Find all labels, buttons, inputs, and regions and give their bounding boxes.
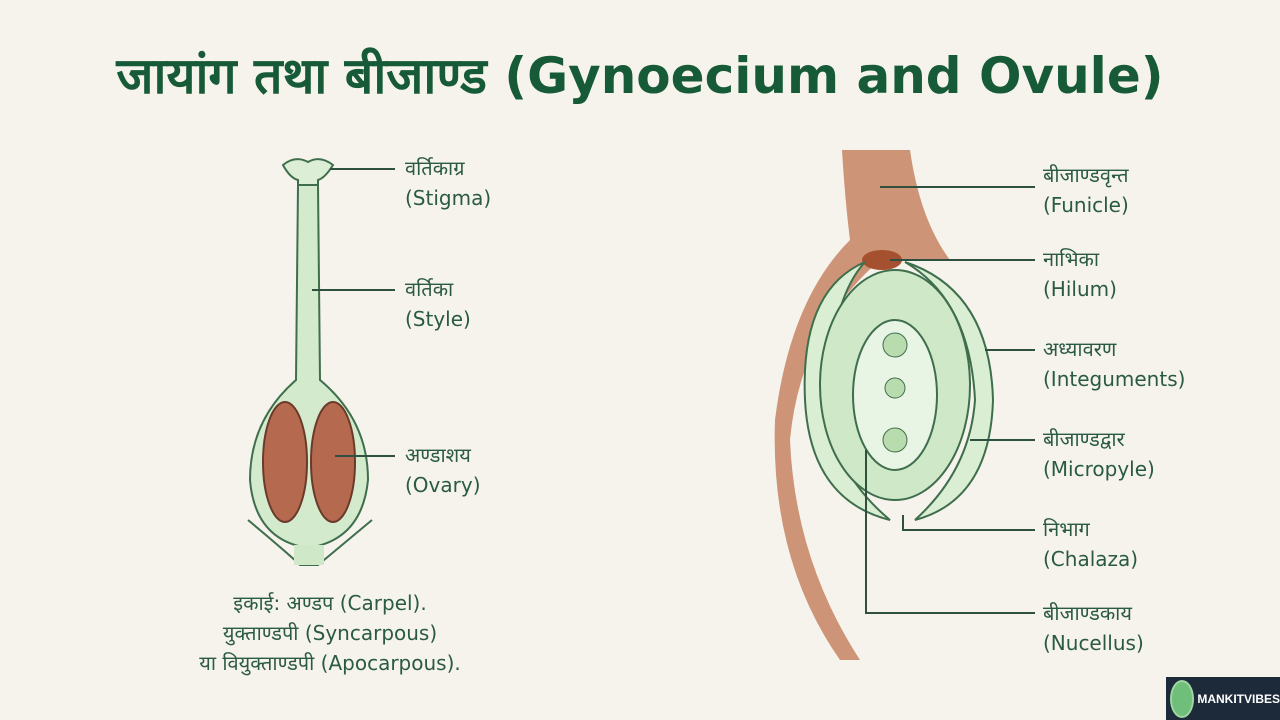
hilum [862,250,902,270]
label-micropyle: बीजाण्डद्वार(Micropyle) [1043,427,1155,481]
label-funicle: बीजाण्डवृन्त(Funicle) [1043,163,1129,217]
outer-integument [904,261,995,521]
label-chalaza: निभाग(Chalaza) [1043,517,1139,571]
label-hilum: नाभिका(Hilum) [1043,247,1117,301]
channel-logo: MANKITVIBES [1166,677,1280,720]
label-nucellus: बीजाण्डकाय(Nucellus) [1043,601,1144,655]
ovary-chamber-left [262,401,308,523]
label-ovary: अण्डाशय(Ovary) [405,443,481,497]
ovule-drawing [774,150,995,660]
pistil-leader-lines [312,168,395,457]
label-style: वर्तिका(Style) [405,277,471,331]
logo-name: MANKITVIBES [1197,691,1280,706]
pistil-drawing [247,158,373,566]
page-title: जायांग तथा बीजाण्ड (Gynoecium and Ovule) [116,47,1164,105]
ovary-chamber-right [310,401,356,523]
stigma [281,158,335,191]
ovule-leader-lines [865,186,1035,614]
label-stigma: वर्तिकाग्र(Stigma) [405,156,492,210]
carpel-caption: इकाई: अण्डप (Carpel).युक्ताण्डपी (Syncar… [199,591,461,675]
funicle [774,150,950,660]
avatar [1170,679,1195,718]
label-integuments: अध्यावरण(Integuments) [1043,337,1186,391]
